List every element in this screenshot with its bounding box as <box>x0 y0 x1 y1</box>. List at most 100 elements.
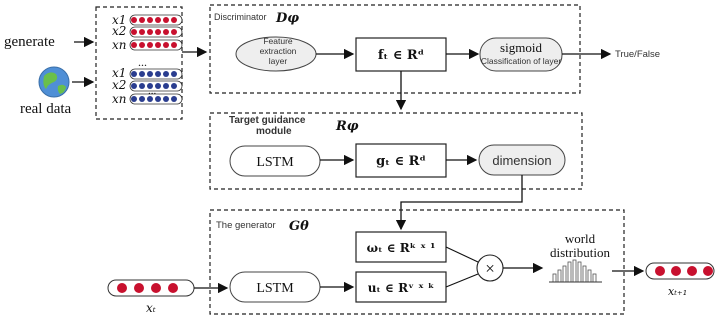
input-label: xₜ <box>146 301 156 315</box>
output-label: xₜ₊₁ <box>668 285 687 298</box>
u-vector-label: uₜ ∈ Rᵛ ˣ ᵏ <box>368 281 435 295</box>
guidance-title-line-1: Target guidance <box>229 115 306 126</box>
token-dot <box>139 96 145 102</box>
omega-vector-box <box>355 231 447 263</box>
token-dot <box>163 71 169 77</box>
discriminator-title: Discriminator <box>214 12 267 22</box>
guidance-lstm-label: LSTM <box>256 155 294 170</box>
output-true-false: True/False <box>615 49 660 60</box>
token-dot <box>155 71 161 77</box>
discriminator-symbol: Dφ <box>275 11 299 26</box>
sequence-batch-container <box>95 6 183 120</box>
feature-vector-box <box>355 37 447 72</box>
discriminator-module <box>209 4 581 94</box>
distribution-histogram-icon <box>549 259 602 283</box>
histogram-bar <box>582 265 587 283</box>
token-dot <box>147 29 153 35</box>
sigmoid-label: sigmoid <box>500 40 542 55</box>
omega-vector-label: ωₜ ∈ Rᵏ ˣ ¹ <box>367 241 436 255</box>
real-token-row <box>129 68 183 80</box>
goal-vector-box <box>355 143 447 178</box>
globe-icon <box>38 66 70 98</box>
u-to-multiply-line <box>445 273 479 288</box>
token-dot <box>139 42 145 48</box>
token-dot <box>168 283 178 293</box>
multiply-symbol: × <box>485 259 495 278</box>
generator-module <box>209 209 625 315</box>
token-dot <box>131 42 137 48</box>
token-dot <box>155 42 161 48</box>
token-dot <box>151 283 161 293</box>
real-seq-label-2: x2 <box>112 78 126 92</box>
feature-layer-line-1: Feature <box>263 36 293 46</box>
token-dot <box>139 83 145 89</box>
gen-seq-label-1: x1 <box>112 13 126 27</box>
token-dot <box>155 83 161 89</box>
token-dot <box>131 71 137 77</box>
input-token-sequence <box>107 279 195 297</box>
generated-sequences: x1 x2 xn <box>112 13 183 52</box>
real-token-row <box>129 93 183 105</box>
guidance-lstm-node <box>229 145 321 177</box>
generate-label: generate <box>4 34 55 50</box>
histogram-bar <box>562 265 567 283</box>
feature-vector-label: fₜ ∈ Rᵈ <box>378 48 424 63</box>
token-dot <box>134 283 144 293</box>
world-distribution-line-2: distribution <box>550 245 610 260</box>
token-dot <box>687 266 697 276</box>
generator-symbol: Gθ <box>289 219 309 234</box>
token-dot <box>671 266 681 276</box>
token-dot <box>171 42 177 48</box>
token-dot <box>131 29 137 35</box>
token-dot <box>131 83 137 89</box>
histogram-bar <box>552 273 557 283</box>
omega-to-multiply-line <box>445 246 479 263</box>
token-dot <box>139 17 145 23</box>
real-token-row <box>129 80 183 92</box>
token-dot <box>171 71 177 77</box>
histogram-bar <box>577 261 582 283</box>
guidance-title-line-2: module <box>256 126 292 137</box>
histogram-bar <box>592 273 597 283</box>
dimension-label: dimension <box>492 153 551 168</box>
token-dot <box>131 17 137 23</box>
token-dot <box>171 29 177 35</box>
token-dot <box>163 17 169 23</box>
histogram-bar <box>557 269 562 283</box>
real-ellipsis: ... <box>148 85 157 97</box>
token-dot <box>171 83 177 89</box>
token-dot <box>155 29 161 35</box>
sigmoid-sublabel: Classification of layer <box>481 56 561 66</box>
histogram-bar <box>572 259 577 283</box>
generator-title: The generator <box>216 220 276 231</box>
token-dot <box>147 42 153 48</box>
token-dot <box>147 17 153 23</box>
goal-vector-label: gₜ ∈ Rᵈ <box>376 154 426 169</box>
gen-seq-label-2: x2 <box>112 24 126 38</box>
output-token-sequence <box>645 262 715 280</box>
dimension-to-generator-arrow <box>395 175 523 231</box>
token-dot <box>139 29 145 35</box>
token-dot <box>163 83 169 89</box>
token-dot <box>131 96 137 102</box>
feature-layer-line-2: extraction <box>260 46 297 56</box>
histogram-bar <box>567 261 572 283</box>
token-dot <box>171 96 177 102</box>
real-seq-label-1: x1 <box>112 66 126 80</box>
guidance-symbol: Rφ <box>335 119 359 134</box>
generator-lstm-label: LSTM <box>256 281 294 296</box>
token-dot <box>147 96 153 102</box>
real-data-label: real data <box>20 101 72 117</box>
token-dot <box>155 96 161 102</box>
real-seq-label-n: xn <box>112 92 127 106</box>
token-dot <box>703 266 713 276</box>
real-sequences: x1 x2 xn <box>112 66 183 106</box>
token-dot <box>163 96 169 102</box>
target-guidance-module <box>209 112 583 190</box>
generated-token-row <box>129 14 183 26</box>
token-dot <box>155 17 161 23</box>
token-dot <box>139 71 145 77</box>
gen-seq-label-n: xn <box>112 38 127 52</box>
u-vector-box <box>355 271 447 303</box>
